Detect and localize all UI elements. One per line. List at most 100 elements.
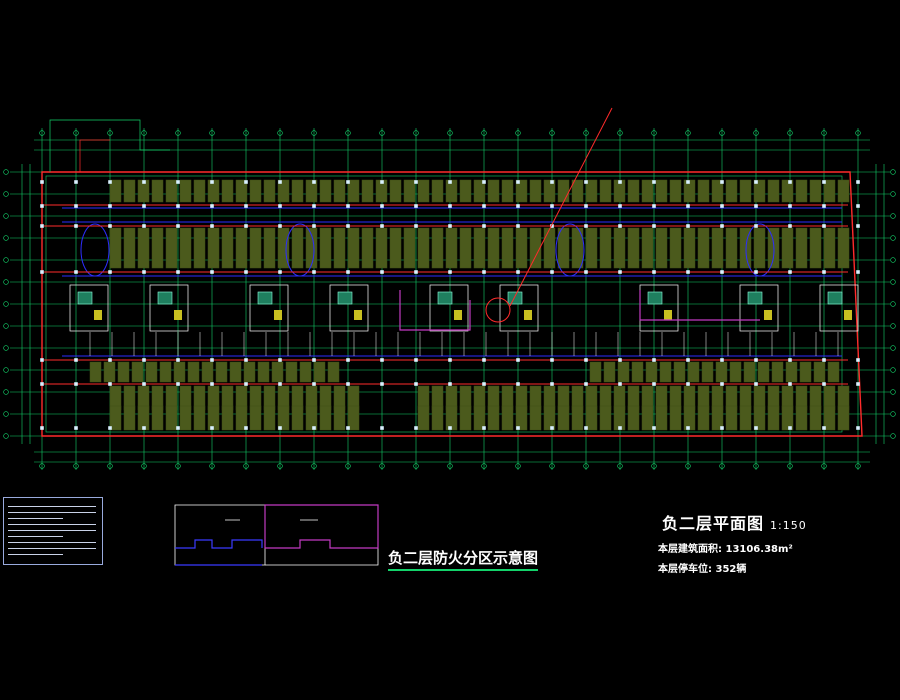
parking-stall <box>277 227 290 269</box>
axis-bubble <box>549 463 555 469</box>
structural-column <box>754 270 758 274</box>
parking-stall <box>501 405 514 431</box>
structural-column <box>176 382 180 386</box>
structural-column <box>346 180 350 184</box>
core-shaft <box>507 291 523 305</box>
axis-bubble <box>3 345 9 351</box>
parking-stall <box>837 179 850 203</box>
lane-turn <box>745 223 775 277</box>
core-equipment <box>764 310 772 320</box>
structural-column <box>754 180 758 184</box>
parking-stall <box>753 227 766 269</box>
structural-column <box>550 224 554 228</box>
structural-column <box>584 204 588 208</box>
parking-stall <box>403 179 416 203</box>
structural-column <box>74 382 78 386</box>
axis-bubble <box>3 191 9 197</box>
structural-column <box>618 270 622 274</box>
parking-stall <box>487 405 500 431</box>
axis-bubble <box>719 463 725 469</box>
axis-bubble <box>277 463 283 469</box>
leader-line <box>509 107 613 307</box>
structural-column <box>414 426 418 430</box>
structural-column <box>822 358 826 362</box>
core-block <box>429 284 469 332</box>
parking-stall <box>117 361 130 383</box>
structural-column <box>448 426 452 430</box>
structural-column <box>108 270 112 274</box>
structural-column <box>244 224 248 228</box>
parking-stall <box>585 179 598 203</box>
axis-bubble <box>3 235 9 241</box>
parking-stall <box>257 361 270 383</box>
structural-column <box>788 426 792 430</box>
structural-column <box>550 180 554 184</box>
parking-stall <box>263 227 276 269</box>
parking-stall <box>333 179 346 203</box>
parking-stall <box>753 405 766 431</box>
structural-column <box>652 358 656 362</box>
parking-stall <box>585 227 598 269</box>
core-shaft <box>747 291 763 305</box>
parking-stall <box>683 227 696 269</box>
structural-column <box>176 224 180 228</box>
parking-stall <box>131 361 144 383</box>
parking-stall <box>165 179 178 203</box>
parking-stall <box>501 179 514 203</box>
parking-stall <box>781 179 794 203</box>
axis-bubble <box>890 389 896 395</box>
structural-column <box>414 180 418 184</box>
parking-stall <box>767 405 780 431</box>
structural-column <box>788 204 792 208</box>
axis-bubble <box>379 130 385 136</box>
axis-bubble <box>209 463 215 469</box>
structural-column <box>346 358 350 362</box>
parking-stall <box>697 179 710 203</box>
fire-zone-title: 负二层防火分区示意图 <box>388 547 539 571</box>
parking-stall <box>515 179 528 203</box>
core-equipment <box>274 310 282 320</box>
structural-column <box>210 180 214 184</box>
parking-stall <box>571 179 584 203</box>
structural-column <box>380 382 384 386</box>
structural-column <box>822 382 826 386</box>
axis-bubble <box>549 130 555 136</box>
structural-column <box>720 382 724 386</box>
axis-bubble <box>481 130 487 136</box>
note-text-line <box>8 506 96 507</box>
axis-bubble <box>890 323 896 329</box>
structural-column <box>40 382 44 386</box>
parking-stall <box>445 179 458 203</box>
structural-column <box>278 180 282 184</box>
axis-bubble <box>651 463 657 469</box>
structural-column <box>346 204 350 208</box>
structural-column <box>380 180 384 184</box>
axis-bubble <box>413 130 419 136</box>
structural-column <box>414 358 418 362</box>
core-equipment <box>354 310 362 320</box>
structural-column <box>618 204 622 208</box>
structural-column <box>686 180 690 184</box>
axis-bubble <box>890 257 896 263</box>
parking-stall <box>771 361 784 383</box>
structural-column <box>618 358 622 362</box>
parking-stall <box>627 227 640 269</box>
parking-stall <box>459 405 472 431</box>
structural-column <box>822 426 826 430</box>
structural-column <box>244 426 248 430</box>
parking-stall <box>669 405 682 431</box>
parking-stall <box>459 179 472 203</box>
parking-stall <box>473 405 486 431</box>
structural-column <box>244 180 248 184</box>
parking-stall <box>109 179 122 203</box>
parking-stall <box>333 405 346 431</box>
axis-bubble <box>890 411 896 417</box>
structural-column <box>40 426 44 430</box>
structural-column <box>210 358 214 362</box>
structural-column <box>482 180 486 184</box>
core-block <box>819 284 859 332</box>
parking-stall <box>781 405 794 431</box>
parking-stall <box>543 179 556 203</box>
parking-stall <box>725 179 738 203</box>
axis-bubble <box>73 130 79 136</box>
